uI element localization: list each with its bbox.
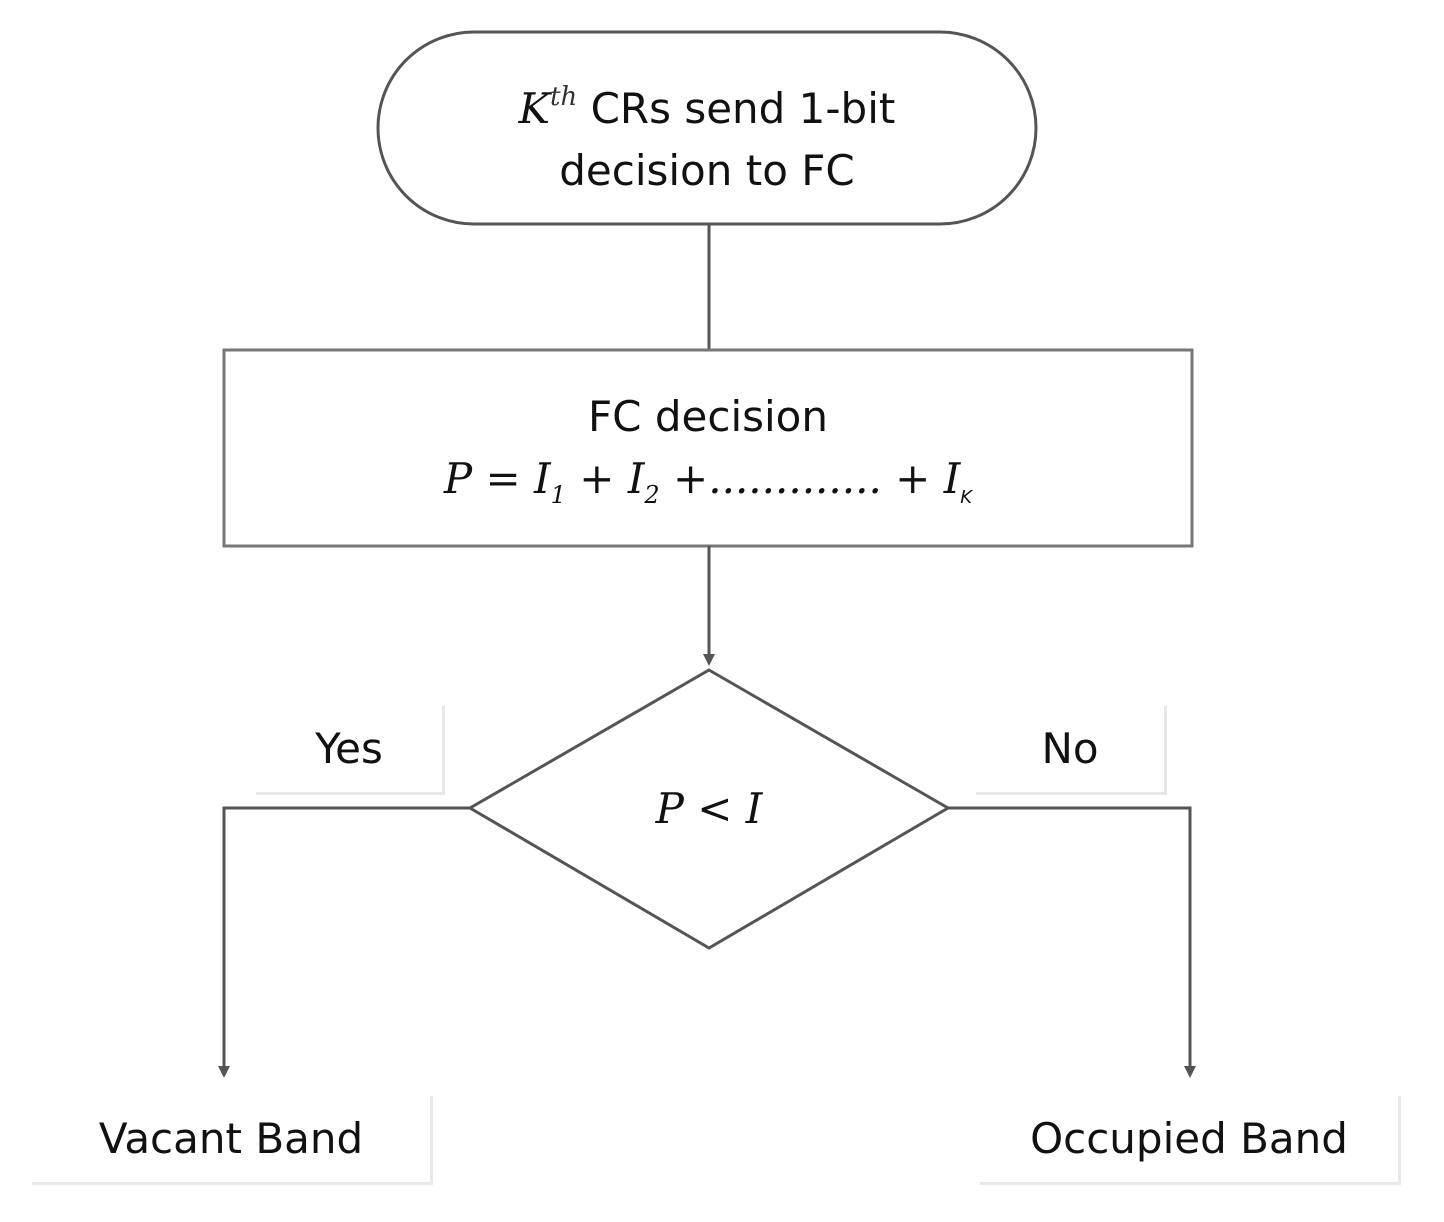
connector-no-branch: [948, 806, 1196, 1078]
formula-term1: I: [534, 454, 551, 503]
formula-term3: I: [943, 454, 961, 503]
start-terminator-shape: [376, 30, 1038, 226]
yes-branch-label: Yes: [256, 706, 445, 795]
formula-term2: I: [627, 454, 645, 503]
start-terminator-text: Kth CRs send 1-bit decision to FC: [378, 66, 1036, 202]
formula-equals: =: [472, 454, 535, 503]
decision-diamond-shape: [467, 668, 951, 950]
decision-operator: <: [683, 784, 746, 833]
start-line-2: decision to FC: [559, 146, 855, 195]
start-line1-rest: CRs send 1-bit: [577, 84, 896, 133]
connector-yes-branch: [218, 806, 470, 1078]
process-box-shape: [222, 348, 1194, 548]
start-line-1: Kth CRs send 1-bit: [378, 66, 1036, 140]
formula-term3-sub: K: [960, 487, 973, 508]
formula-term1-sub: 1: [550, 481, 566, 509]
decision-text: P < I: [470, 778, 948, 840]
decision-lhs: P: [655, 784, 684, 833]
start-superscript: th: [550, 82, 578, 112]
no-branch-label: No: [976, 706, 1167, 795]
formula-plus2: +............. +: [659, 454, 944, 503]
process-formula: P = I1 + I2 +............. + IK: [224, 448, 1192, 529]
decision-rhs: I: [745, 784, 763, 833]
vacant-band-label: Vacant Band: [32, 1096, 433, 1185]
process-title: FC decision: [588, 392, 828, 441]
process-box-text: FC decision P = I1 + I2 +............. +…: [224, 386, 1192, 529]
formula-p: P: [443, 454, 473, 503]
occupied-band-label: Occupied Band: [980, 1096, 1401, 1185]
formula-term2-sub: 2: [644, 481, 660, 509]
formula-plus1: +: [565, 454, 628, 503]
start-k-symbol: K: [518, 84, 551, 133]
